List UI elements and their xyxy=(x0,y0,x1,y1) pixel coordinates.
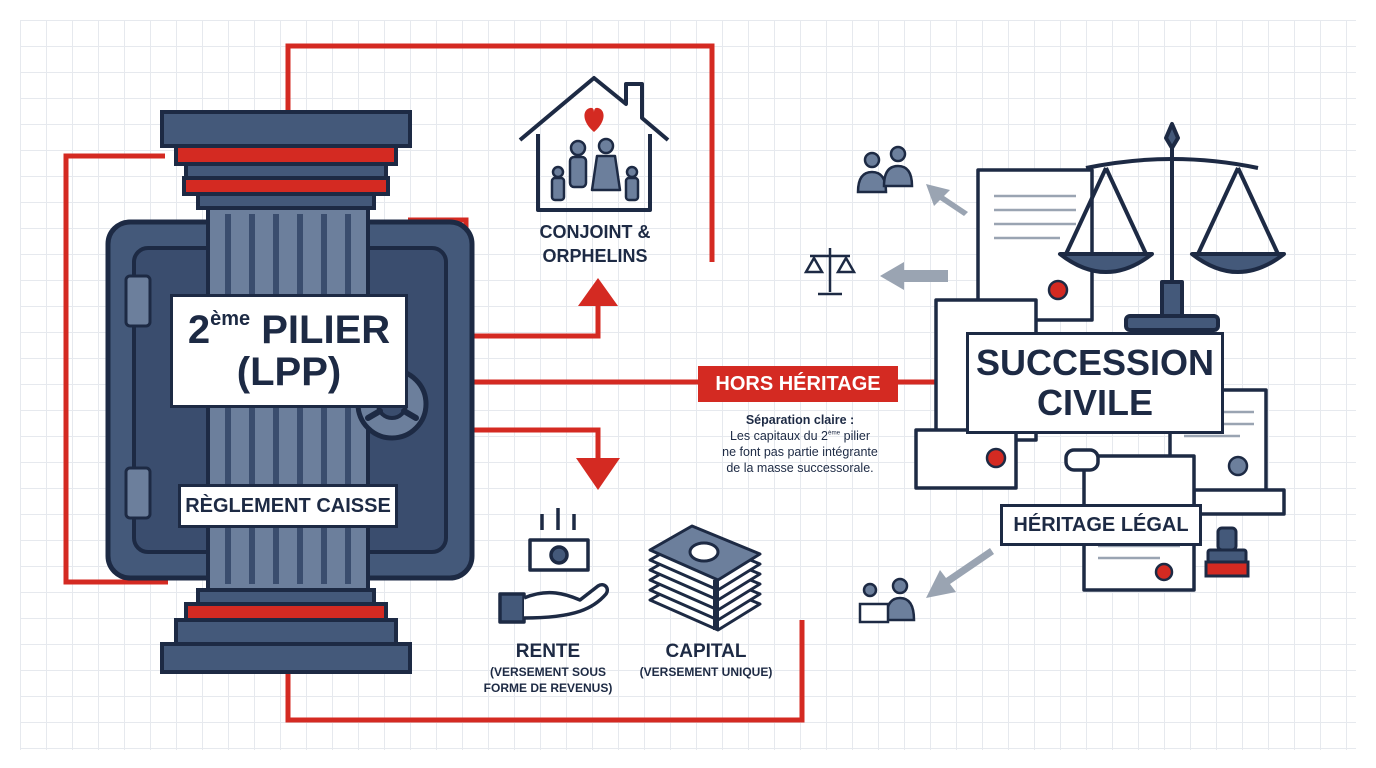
capital-title: CAPITAL xyxy=(665,641,747,662)
note-line3: ne font pas partie intégrante xyxy=(722,445,878,459)
rente-sub1: (VERSEMENT SOUS xyxy=(489,665,606,679)
arrow-up-head xyxy=(578,278,618,306)
house-family-icon xyxy=(518,76,670,212)
scales-icon xyxy=(1058,122,1286,332)
rente-title: RENTE xyxy=(515,641,581,662)
small-scales-icon xyxy=(803,248,857,296)
hand-coin-icon xyxy=(498,508,610,624)
succession-line2: CIVILE xyxy=(1036,382,1153,423)
note-title: Séparation claire : xyxy=(745,413,855,427)
couple-icon xyxy=(856,145,914,194)
note-line4: de la masse successorale. xyxy=(726,461,874,475)
separation-note: Séparation claire : Les capitaux du 2ème… xyxy=(688,412,912,476)
capital-sub: (VERSEMENT UNIQUE) xyxy=(639,665,773,679)
stamp-icon xyxy=(1204,526,1250,578)
reglement-caisse-label: RÈGLEMENT CAISSE xyxy=(178,484,398,528)
heart-icon xyxy=(584,107,604,132)
money-stack-icon xyxy=(648,524,762,632)
beneficiaries-label: CONJOINT & ORPHELINS xyxy=(539,222,651,266)
pillar-title-line1: 2ème PILIER xyxy=(187,308,391,352)
rente-sub2: FORME DE REVENUS) xyxy=(483,681,613,695)
heritage-legal-label: HÉRITAGE LÉGAL xyxy=(1000,504,1202,546)
pillar-title-line2: (LPP) xyxy=(236,350,342,394)
hors-heritage-label: HORS HÉRITAGE xyxy=(698,366,898,402)
seal-icons xyxy=(985,279,1249,582)
succession-line1: SUCCESSION xyxy=(975,342,1215,383)
arrow-down-head xyxy=(576,458,620,490)
rente-label: RENTE (VERSEMENT SOUS FORME DE REVENUS) xyxy=(470,640,626,696)
people-desk-icon xyxy=(858,577,916,624)
note-line2: Les capitaux du 2ème pilier xyxy=(729,429,871,443)
capital-label: CAPITAL (VERSEMENT UNIQUE) xyxy=(628,640,784,680)
pillar-title-box: 2ème PILIER (LPP) xyxy=(170,294,408,408)
grey-arrows xyxy=(880,184,994,598)
succession-civile-box: SUCCESSION CIVILE xyxy=(966,332,1224,434)
